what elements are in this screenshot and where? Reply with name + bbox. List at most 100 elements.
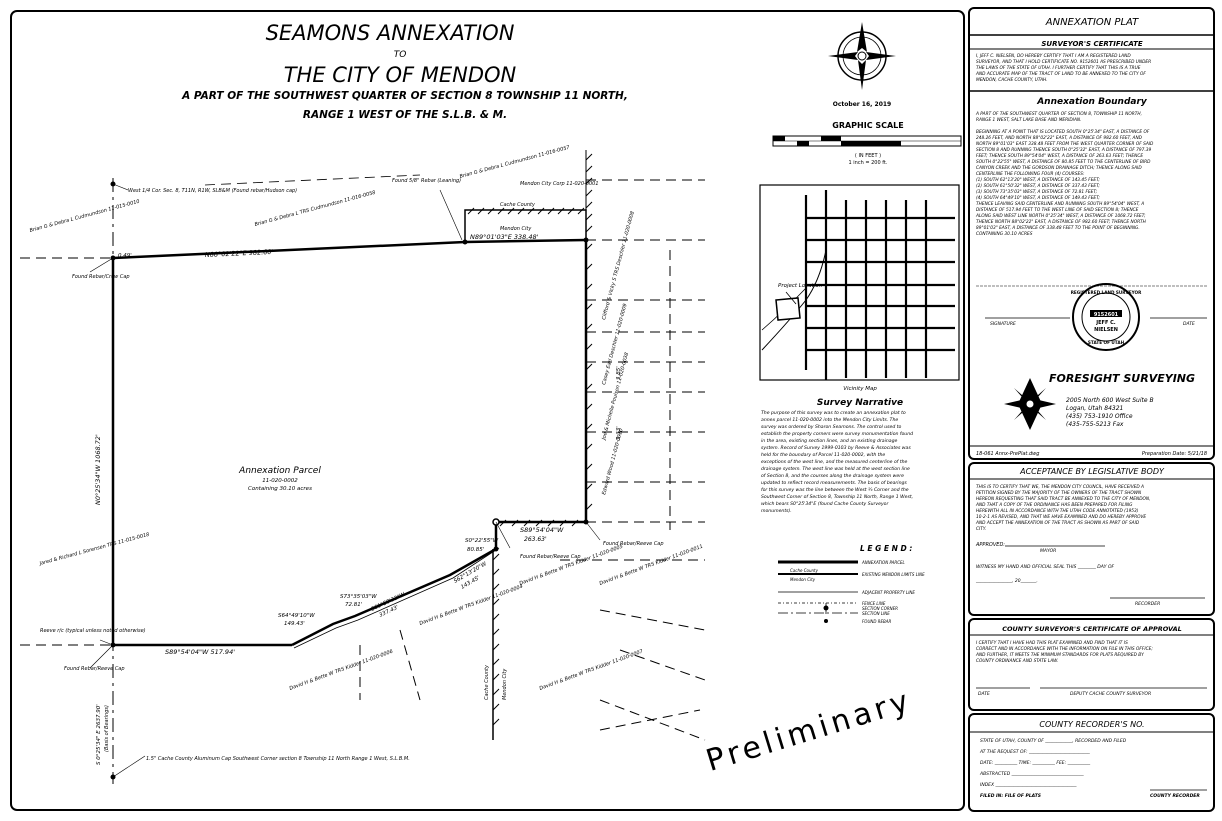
seal-number: 9152601 (1094, 312, 1119, 318)
note-cache-county-v: Cache County (484, 664, 490, 700)
svg-text:monuments).: monuments). (761, 508, 792, 514)
parcel-number: 11-020-0002 (262, 478, 298, 484)
title-line4: A PART OF THE SOUTHWEST QUARTER OF SECTI… (181, 90, 628, 102)
svg-text:(3) SOUTH 73°35'03" WEST, A DI: (3) SOUTH 73°35'03" WEST, A DISTANCE OF … (976, 189, 1098, 195)
svg-text:CITY.: CITY. (976, 526, 986, 532)
svg-text:AND THAT A COPY OF THE ORDINAN: AND THAT A COPY OF THE ORDINANCE HAS BEE… (975, 502, 1133, 508)
deputy-surveyor-label: DEPUTY CACHE COUNTY SURVEYOR (1070, 691, 1151, 697)
svg-text:(4) SOUTH 64°49'10" WEST, A DI: (4) SOUTH 64°49'10" WEST, A DISTANCE OF … (976, 195, 1100, 201)
surveyor-seal (1072, 283, 1140, 351)
svg-text:David H & Bette W TRS Kidder 1: David H & Bette W TRS Kidder 11-020-0007 (539, 648, 645, 691)
preparation-date: Preparation Date: 5/21/18 (1142, 451, 1207, 457)
main-drawing-frame (10, 10, 965, 811)
svg-text:ALONG SAID WEST LINE NORTH 0°2: ALONG SAID WEST LINE NORTH 0°25'34" WEST… (975, 213, 1146, 219)
county-surveyor-title: COUNTY SURVEYOR'S CERTIFICATE OF APPROVA… (1002, 625, 1182, 633)
svg-text:(2) SOUTH 61°50'32" WEST, A DI: (2) SOUTH 61°50'32" WEST, A DISTANCE OF … (976, 183, 1100, 189)
svg-text:SECTION 8 AND RUNNING THENCE S: SECTION 8 AND RUNNING THENCE SOUTH 0°25'… (976, 147, 1151, 153)
company-address-2: Logan, Utah 84321 (1066, 405, 1123, 412)
svg-text:AND FURTHER, IT MEETS THE MINI: AND FURTHER, IT MEETS THE MINIMUM STANDA… (975, 652, 1144, 658)
recorder-label: RECORDER (1135, 601, 1160, 607)
svg-text:Brian G & Debra L TRS Cudmunds: Brian G & Debra L TRS Cudmundson 11-016-… (254, 190, 376, 228)
note-reeve-typical: Reeve r/c (typical unless noted otherwis… (40, 628, 146, 634)
svg-text:CONTAINING 30.10 ACRES: CONTAINING 30.10 ACRES (976, 231, 1033, 237)
note-cache-county: Cache County (500, 202, 536, 208)
note-sw-corner: 1.5" Cache County Aluminum Cap Southwest… (146, 756, 410, 762)
svg-text:COUNTY ORDINANCE AND STATE LAW: COUNTY ORDINANCE AND STATE LAW. (976, 658, 1058, 664)
year-text: ________________, 20_______. (975, 578, 1038, 584)
svg-text:STATE OF UTAH, COUNTY OF _____: STATE OF UTAH, COUNTY OF ____________, R… (980, 738, 1127, 744)
survey-date: October 16, 2019 (833, 101, 891, 108)
approved-label: APPROVED: (975, 542, 1005, 548)
svg-text:PETITION SIGNED BY THE MAJORIT: PETITION SIGNED BY THE MAJORITY OF THE O… (976, 490, 1142, 496)
title-line3: THE CITY OF MENDON (284, 63, 517, 87)
surveyor-cert-text: I, JEFF C. NIELSEN, DO HEREBY CERTIFY TH… (975, 53, 1151, 83)
bearing-sw-tie: S 0°25'34" E 2637.90' (96, 704, 102, 765)
narrative-title: Survey Narrative (817, 398, 903, 408)
svg-text:Brian G & Debra L Cudmundson 1: Brian G & Debra L Cudmundson 11-016-0057 (459, 144, 571, 179)
note-mendon-city-v: Mendon City (502, 668, 508, 700)
east-dim-2: 3.33' (616, 426, 622, 440)
svg-text:Mendon City: Mendon City (790, 577, 816, 582)
vicinity-project-location: Project Location (778, 283, 823, 289)
svg-text:AND ACCURATE MAP OF THE TRACT: AND ACCURATE MAP OF THE TRACT OF LAND TO… (975, 71, 1146, 77)
svg-text:INDEX ________________________: INDEX __________________________________… (980, 782, 1077, 788)
bearing-north-east: N89°01'03"E 338.48' (470, 233, 539, 241)
narrative-text: The purpose of this survey was to create… (761, 410, 913, 514)
panel-header: ANNEXATION PLAT (1045, 17, 1139, 28)
seal-name-2: NIELSEN (1094, 327, 1118, 333)
note-found-rebar-leaning: Found 5/8" Rebar (Leaning) (392, 178, 461, 184)
svg-text:AND ACCEPT THE ANNEXATION OF T: AND ACCEPT THE ANNEXATION OF THE TRACT A… (975, 520, 1140, 526)
svg-text:I, JEFF C. NIELSEN, DO HEREBY: I, JEFF C. NIELSEN, DO HEREBY CERTIFY TH… (976, 53, 1131, 59)
svg-text:FENCE LINE: FENCE LINE (862, 601, 886, 606)
svg-text:THENCE LEAVING SAID CENTERLINE: THENCE LEAVING SAID CENTERLINE AND RUNNI… (976, 201, 1144, 207)
parcel-area: Containing 30.10 acres (248, 486, 312, 492)
recorder-title: COUNTY RECORDER'S NO. (1039, 720, 1144, 729)
svg-text:FEET; THENCE SOUTH 89°54'04" W: FEET; THENCE SOUTH 89°54'04" WEST, A DIS… (976, 153, 1143, 159)
preliminary-watermark: Preliminary (702, 683, 916, 779)
parcel-label: Annexation Parcel (238, 466, 321, 476)
note-mendon-city: Mendon City (500, 226, 532, 232)
panel-frame-top (968, 7, 1215, 460)
svg-text:SOUTH 0°22'55" WEST, A DISTANC: SOUTH 0°22'55" WEST, A DISTANCE OF 80.85… (976, 159, 1151, 165)
legend-title: L E G E N D : (860, 544, 912, 553)
bearing-seg4: S73°35'03"W (340, 594, 377, 600)
file-name: 18-061 Annx-PrePlat.dwg (976, 451, 1039, 457)
recorder-lines: STATE OF UTAH, COUNTY OF ____________, R… (979, 738, 1127, 788)
foresight-logo-icon (1004, 378, 1056, 430)
svg-text:ANNEXATION PARCEL: ANNEXATION PARCEL (861, 560, 905, 565)
svg-text:The purpose of this survey was: The purpose of this survey was to create… (761, 410, 906, 416)
graphic-scale-label: GRAPHIC SCALE (832, 121, 904, 130)
bearing-east-south: S89°54'04"W (520, 526, 564, 534)
svg-text:89°01'03" EAST, A DISTANCE OF: 89°01'03" EAST, A DISTANCE OF 338.48 FEE… (976, 225, 1140, 231)
svg-text:THE LAWS OF THE STATE OF UTAH.: THE LAWS OF THE STATE OF UTAH. I FURTHER… (976, 65, 1141, 71)
svg-text:THENCE NORTH 88°02'22" EAST, A: THENCE NORTH 88°02'22" EAST, A DISTANCE … (976, 219, 1147, 225)
bearing-west-line: N0°25'34"W 1068.72' (94, 434, 102, 505)
svg-text:which bears S0°25'34"E (found: which bears S0°25'34"E (found Cache Coun… (761, 501, 889, 507)
svg-text:system. Record of Survey 1999-: system. Record of Survey 1999-0103 by Re… (761, 445, 911, 451)
svg-text:THIS IS TO CERTIFY THAT WE, TH: THIS IS TO CERTIFY THAT WE, THE MENDON C… (976, 484, 1144, 490)
date-label: DATE (1183, 321, 1195, 327)
panel-frame-county-surveyor (968, 618, 1215, 711)
svg-text:Mendon City Corp 11-020-0001: Mendon City Corp 11-020-0001 (520, 181, 599, 187)
title-line2: TO (394, 50, 407, 60)
boundary-text: A PART OF THE SOUTHWEST QUARTER OF SECTI… (975, 111, 1154, 237)
company-address-1: 2005 North 600 West Suite B (1066, 397, 1154, 404)
seal-name-1: JEFF C. (1095, 320, 1116, 326)
svg-text:AT THE REQUEST OF: ___________: AT THE REQUEST OF: _____________________… (979, 749, 1090, 755)
svg-text:248.26 FEET, AND NORTH 88°02'2: 248.26 FEET, AND NORTH 88°02'22" EAST, A… (976, 135, 1143, 141)
title-line5: RANGE 1 WEST OF THE S.L.B. & M. (303, 109, 507, 121)
note-found-rebar-reeve-1: Found Rebar/Reeve Cap (520, 554, 581, 560)
bearing-east-south-dist: 263.63' (524, 536, 547, 543)
seal-top-text: REGISTERED LAND SURVEYOR (1071, 290, 1142, 295)
svg-text:survey was ordered by Sharon S: survey was ordered by Sharon Seamons. Th… (761, 424, 902, 430)
svg-text:David H & Bette W TRS Kidder 1: David H & Bette W TRS Kidder 11-020-0004 (419, 584, 524, 627)
svg-text:CENTERLINE THE FOLLOWING FOUR: CENTERLINE THE FOLLOWING FOUR (4) COURSE… (976, 171, 1085, 177)
svg-text:of Section 8, and the courses: of Section 8, and the courses along the … (761, 473, 904, 479)
bearing-seg1-dist: 80.85' (467, 547, 484, 553)
svg-text:in the area, existing section: in the area, existing section lines, and… (761, 438, 898, 444)
svg-text:for this survey was the line b: for this survey was the line between the… (761, 487, 909, 493)
bearing-north-line: N88°02'22"E 982.60' (205, 248, 274, 259)
svg-text:updated to reflect record meas: updated to reflect record measurements. … (761, 480, 907, 486)
svg-text:DATE: __________ TIME: ______: DATE: __________ TIME: __________ FEE: _… (980, 760, 1091, 766)
svg-text:SURVEYOR, AND THAT I HOLD CERT: SURVEYOR, AND THAT I HOLD CERTIFICATE NO… (976, 59, 1151, 65)
